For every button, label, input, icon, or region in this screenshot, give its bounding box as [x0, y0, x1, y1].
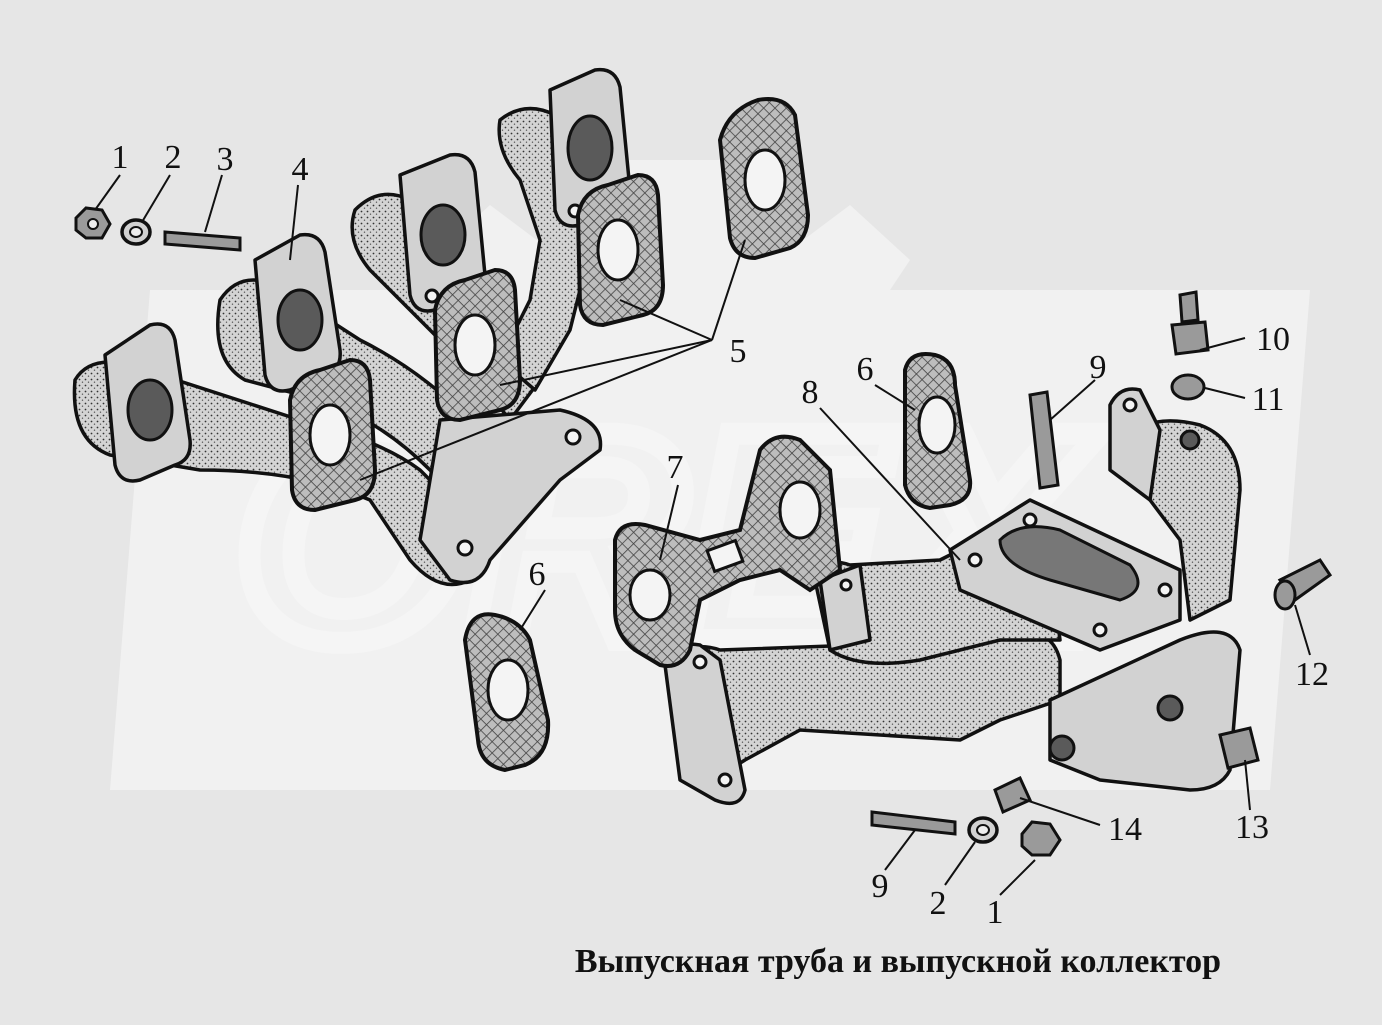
- collector-bolt-hole: [564, 428, 582, 446]
- callout-1-top: 1: [112, 139, 129, 176]
- outlet-port: [1048, 734, 1076, 762]
- stud-9-upper: [1028, 390, 1060, 490]
- callout-9-lower: 9: [872, 868, 889, 905]
- callout-2-top: 2: [165, 139, 182, 176]
- callout-7: 7: [667, 449, 684, 486]
- pipe-flange-1: [103, 322, 192, 483]
- diagram-caption: Выпускная труба и выпускной коллектор: [575, 943, 1221, 980]
- stud-3: [163, 230, 242, 252]
- gasket-7: [613, 434, 843, 668]
- exhaust-manifold: [462, 352, 1242, 806]
- manifold-flange-mid: [818, 563, 872, 652]
- carburetor-pad: [948, 498, 1182, 652]
- plug-14: [993, 775, 1032, 815]
- gasket-5b: [432, 267, 523, 423]
- stud-9-lower: [870, 810, 957, 836]
- upper-port: [1179, 429, 1201, 451]
- gasket-5d: [717, 97, 811, 261]
- collector-bolt-hole: [456, 539, 474, 557]
- manifold-flange-right: [1108, 387, 1162, 502]
- callout-labels: 1 2 3 4 5 6 6 7 8 9 10 11 12 13 14 9 2 1: [112, 139, 1330, 931]
- collector-flange: [418, 408, 603, 585]
- callout-12: 12: [1295, 656, 1329, 693]
- hardware-right: [870, 290, 1333, 857]
- washer-11: [1170, 373, 1206, 401]
- callout-13: 13: [1235, 809, 1269, 846]
- gasket-6-lower: [462, 612, 551, 773]
- callout-2-lower: 2: [930, 885, 947, 922]
- callout-8: 8: [802, 374, 819, 411]
- callout-11: 11: [1252, 381, 1285, 418]
- callout-14: 14: [1108, 811, 1142, 848]
- gasket-5c: [575, 172, 666, 328]
- callout-1-lower: 1: [987, 894, 1004, 931]
- bolt-10-shaft: [1178, 290, 1200, 324]
- pipe-flange-2: [253, 232, 342, 393]
- callout-9-upper: 9: [1090, 349, 1107, 386]
- exhaust-pipe-assembly: [72, 67, 811, 587]
- outlet-port: [1156, 694, 1184, 722]
- callout-5: 5: [730, 333, 747, 370]
- bolt-10-head: [1170, 320, 1210, 356]
- leader-lines: [94, 174, 1311, 896]
- callout-10: 10: [1256, 321, 1290, 358]
- callout-4: 4: [292, 151, 309, 188]
- gasket-5a: [287, 357, 378, 513]
- nut-1-lower: [1020, 820, 1062, 857]
- gasket-6-upper: [903, 352, 973, 511]
- callout-3: 3: [217, 141, 234, 178]
- plug-13: [1218, 726, 1260, 770]
- callout-6-upper: 6: [857, 351, 874, 388]
- hardware-top-left: [74, 206, 242, 252]
- manifold-outlet-block: [1048, 630, 1242, 792]
- callout-6-lower: 6: [529, 556, 546, 593]
